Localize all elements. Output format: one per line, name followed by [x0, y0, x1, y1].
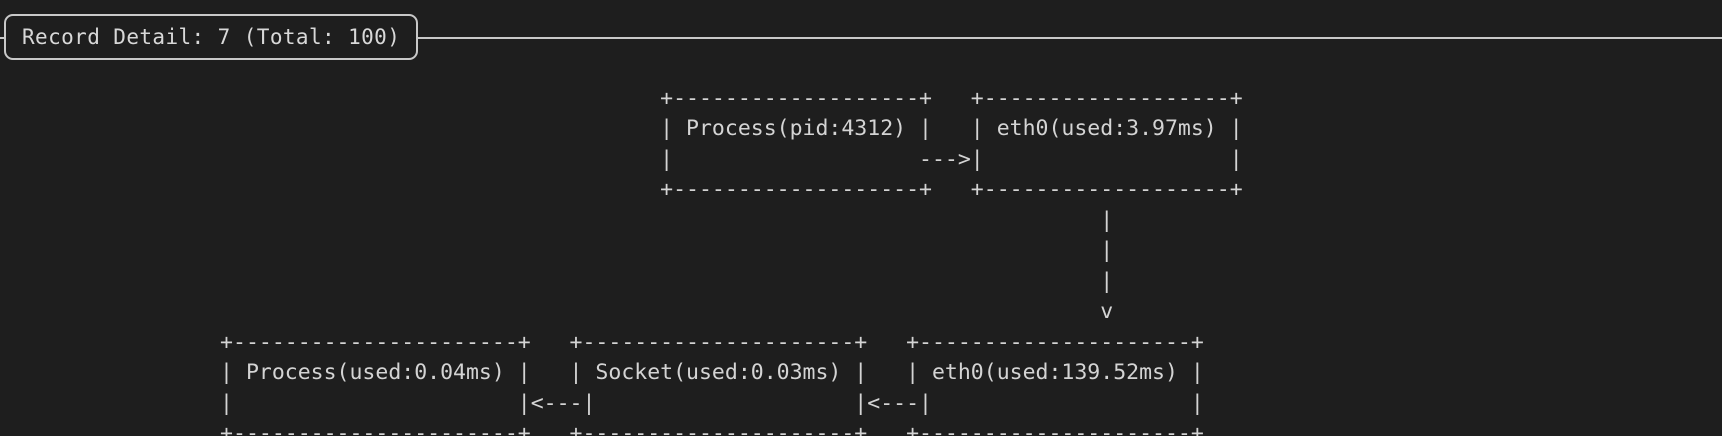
header-bar: Record Detail: 7 (Total: 100)	[0, 14, 1722, 62]
header-divider-rule	[0, 37, 1722, 39]
ascii-diagram: +-------------------+ +-----------------…	[220, 85, 1243, 436]
record-detail-badge[interactable]: Record Detail: 7 (Total: 100)	[4, 14, 419, 60]
record-detail-title: Record Detail: 7 (Total: 100)	[22, 24, 401, 49]
